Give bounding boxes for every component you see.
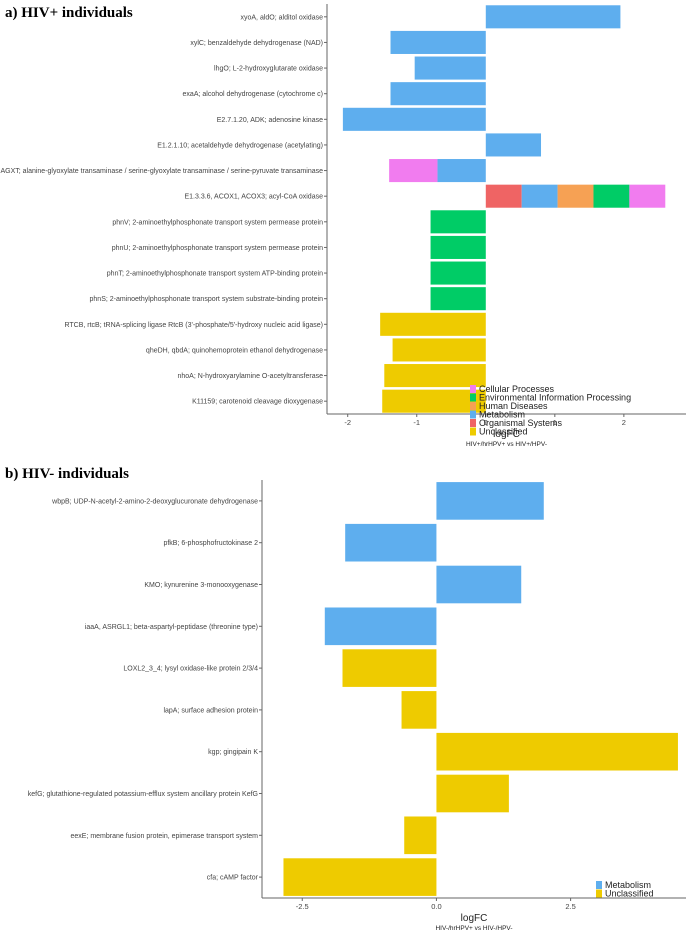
bar-environmental-information-processing — [593, 184, 630, 208]
legend-label: Environmental Information Processing — [479, 393, 631, 403]
y-tick-label: lapA; surface adhesion protein — [163, 707, 258, 714]
bar-human-diseases — [557, 184, 594, 208]
y-tick-label: E2.7.1.20, ADK; adenosine kinase — [217, 117, 323, 124]
legend-label: Human Diseases — [479, 401, 548, 411]
x-tick-label: -1 — [413, 418, 420, 427]
y-tick-label: cfa; cAMP factor — [207, 875, 259, 882]
bar-cellular-processes — [629, 184, 666, 208]
legend-swatch — [470, 402, 476, 410]
y-tick-label: kgp; gingipain K — [208, 749, 258, 756]
bar-unclassified — [380, 312, 486, 336]
bar-unclassified — [283, 858, 437, 896]
legend-label: Cellular Processes — [479, 384, 555, 394]
panel-b-title: b) HIV- individuals — [5, 466, 129, 482]
x-tick-label: 0 — [484, 418, 488, 427]
bar-metabolism — [342, 107, 486, 131]
bar-metabolism — [390, 30, 486, 54]
bar-metabolism — [436, 482, 544, 520]
x-tick-label: -2 — [344, 418, 351, 427]
bar-metabolism — [345, 523, 437, 562]
bar-environmental-information-processing — [430, 261, 486, 285]
y-tick-label: LOXL2_3_4; lysyl oxidase-like protein 2/… — [123, 666, 258, 673]
y-tick-label: kefG; glutathione-regulated potassium-ef… — [28, 791, 258, 798]
y-tick-label: exaA; alcohol dehydrogenase (cytochrome … — [183, 91, 323, 98]
bar-environmental-information-processing — [430, 287, 486, 311]
bar-unclassified — [436, 732, 678, 771]
bar-cellular-processes — [389, 159, 438, 183]
bar-organismal-systems — [485, 184, 522, 208]
legend-swatch — [596, 889, 602, 898]
y-tick-label: lhgO; L-2-hydroxyglutarate oxidase — [214, 66, 323, 73]
legend-label: Metabolism — [479, 410, 525, 420]
panel-a-title: a) HIV+ individuals — [5, 5, 133, 21]
x-tick-label: 1 — [553, 418, 557, 427]
bar-unclassified — [342, 649, 437, 687]
bar-metabolism — [436, 565, 522, 604]
legend-swatch — [470, 419, 476, 427]
y-tick-label: phnT; 2-aminoethylphosphonate transport … — [107, 271, 323, 278]
bar-unclassified — [382, 389, 486, 413]
y-tick-label: E1.3.3.6, ACOX1, ACOX3; acyl-CoA oxidase — [184, 194, 323, 201]
legend-swatch — [596, 881, 602, 889]
legend-swatch — [470, 393, 476, 402]
bar-metabolism — [390, 82, 486, 106]
bar-unclassified — [401, 691, 437, 729]
y-tick-label: K11159; carotenoid cleavage dioxygenase — [192, 399, 323, 406]
y-tick-label: pfkB; 6-phosphofructokinase 2 — [163, 540, 258, 547]
y-tick-label: eexE; membrane fusion protein, epimerase… — [70, 833, 258, 840]
y-tick-label: AGXT; alanine-glyoxylate transaminase / … — [0, 168, 323, 175]
legend-label: Unclassified — [479, 427, 528, 437]
x-tick-label: 2 — [622, 418, 626, 427]
y-tick-label: wbpB; UDP-N-acetyl-2-amino-2-deoxyglucur… — [51, 498, 258, 505]
y-tick-label: RTCB, rtcB; tRNA-splicing ligase RtcB (3… — [64, 322, 323, 329]
legend-swatch — [470, 427, 476, 436]
bar-metabolism — [485, 5, 621, 29]
x-tick-label: 2.5 — [565, 902, 575, 911]
y-tick-label: nhoA; N-hydroxyarylamine O-acetyltransfe… — [177, 373, 323, 380]
bar-metabolism — [324, 607, 437, 646]
legend-label: Metabolism — [605, 880, 651, 890]
legend-label: Organismal Systems — [479, 418, 563, 428]
x-axis-subtitle: HIV-/hrHPV+ vs HIV-/HPV- — [435, 925, 512, 932]
legend-label: Unclassified — [605, 889, 654, 899]
y-tick-label: phnS; 2-aminoethylphosphonate transport … — [90, 296, 324, 303]
y-tick-label: KMO; kynurenine 3-monooxygenase — [144, 582, 258, 589]
y-tick-label: E1.2.1.10; acetaldehyde dehydrogenase (a… — [157, 142, 323, 149]
chart-b: wbpB; UDP-N-acetyl-2-amino-2-deoxyglucur… — [28, 480, 686, 932]
x-axis-title: logFC — [493, 429, 520, 440]
x-tick-label: -2.5 — [296, 902, 309, 911]
y-tick-label: xylC; benzaldehyde dehydrogenase (NAD) — [190, 40, 323, 47]
y-tick-label: qheDH, qbdA; quinohemoprotein ethanol de… — [146, 347, 323, 354]
x-axis-title: logFC — [461, 913, 488, 924]
bar-unclassified — [404, 816, 437, 855]
y-tick-label: phnU; 2-aminoethylphosphonate transport … — [112, 245, 323, 252]
x-axis-subtitle: HIV+/hrHPV+ vs HIV+/HPV- — [466, 441, 547, 448]
bar-metabolism — [485, 133, 542, 157]
chart-a: xyoA, aldO; alditol oxidase xylC; benzald… — [0, 4, 686, 448]
y-tick-label: phnV; 2-aminoethylphosphonate transport … — [112, 219, 323, 226]
y-tick-label: xyoA, aldO; alditol oxidase — [241, 14, 324, 21]
bar-unclassified — [436, 774, 509, 813]
bar-environmental-information-processing — [430, 235, 486, 259]
legend-swatch — [470, 385, 476, 393]
legend-swatch — [470, 410, 476, 419]
bar-unclassified — [392, 338, 486, 362]
bar-environmental-information-processing — [430, 210, 486, 234]
bar-metabolism — [414, 56, 486, 80]
bar-metabolism — [437, 159, 486, 183]
bar-metabolism — [521, 184, 558, 208]
x-tick-label: 0.0 — [431, 902, 441, 911]
y-tick-label: iaaA, ASRGL1; beta-aspartyl-peptidase (t… — [85, 624, 258, 631]
bar-unclassified — [384, 364, 486, 388]
